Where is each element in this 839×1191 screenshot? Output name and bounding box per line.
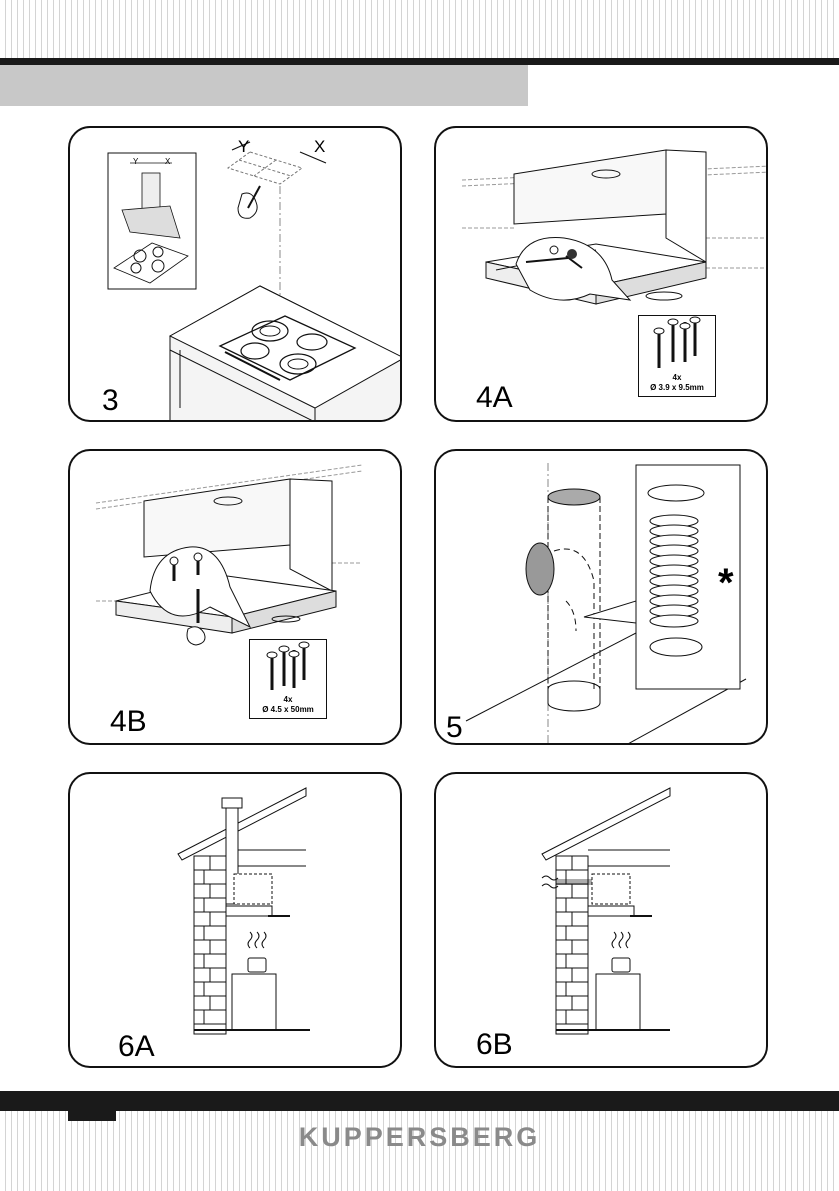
footer-dark-bar (0, 1091, 839, 1111)
panel-6b: 6B (434, 772, 768, 1068)
screw-kit-box-4b: 4x Ø 4.5 x 50mm (249, 639, 327, 719)
panel-4a: 4x Ø 3.9 x 9.5mm 4A (434, 126, 768, 422)
axis-x-label: X (314, 137, 326, 156)
footer-tab (68, 1111, 116, 1121)
panel-3: Y X Y X 3 (68, 126, 402, 422)
panel-3-illustration (107, 141, 400, 420)
screw-qty-4a: 4x (672, 373, 682, 382)
top-dark-bar (0, 58, 839, 65)
panel-6a-illustration (177, 787, 310, 1035)
screw-dim-4a: Ø 3.9 x 9.5mm (650, 383, 704, 392)
inset-axis-y-label: Y (133, 157, 139, 166)
panel-6a-label: 6A (118, 1030, 155, 1063)
panel-4a-label: 4A (476, 381, 513, 414)
panel-5: * 5 (434, 449, 768, 745)
panel-5-illustration (465, 463, 747, 743)
panel-4b-illustration (95, 464, 363, 646)
inset-axis-x-label: X (165, 157, 171, 166)
panel-4a-illustration (461, 149, 766, 305)
panel-3-label: 3 (102, 384, 119, 417)
panel-4b: 4x Ø 4.5 x 50mm 4B (68, 449, 402, 745)
screw-dim-4b: Ø 4.5 x 50mm (262, 705, 314, 714)
screw-kit-box-4a: 4x Ø 3.9 x 9.5mm (638, 315, 716, 397)
bottom-stripe-pattern (0, 1111, 839, 1191)
panel-5-label: 5 (446, 711, 463, 744)
header-gray-band (0, 65, 528, 106)
top-stripe-pattern (0, 0, 839, 58)
brand-logo: KUPPERSBERG (298, 1122, 541, 1152)
axis-y-label: Y (238, 137, 250, 156)
panel-6a: 6A (68, 772, 402, 1068)
panel-6b-illustration (541, 787, 671, 1035)
panel-4b-label: 4B (110, 705, 147, 738)
screw-qty-4b: 4x (283, 695, 293, 704)
panel-6b-label: 6B (476, 1028, 513, 1061)
note-asterisk: * (718, 561, 734, 605)
